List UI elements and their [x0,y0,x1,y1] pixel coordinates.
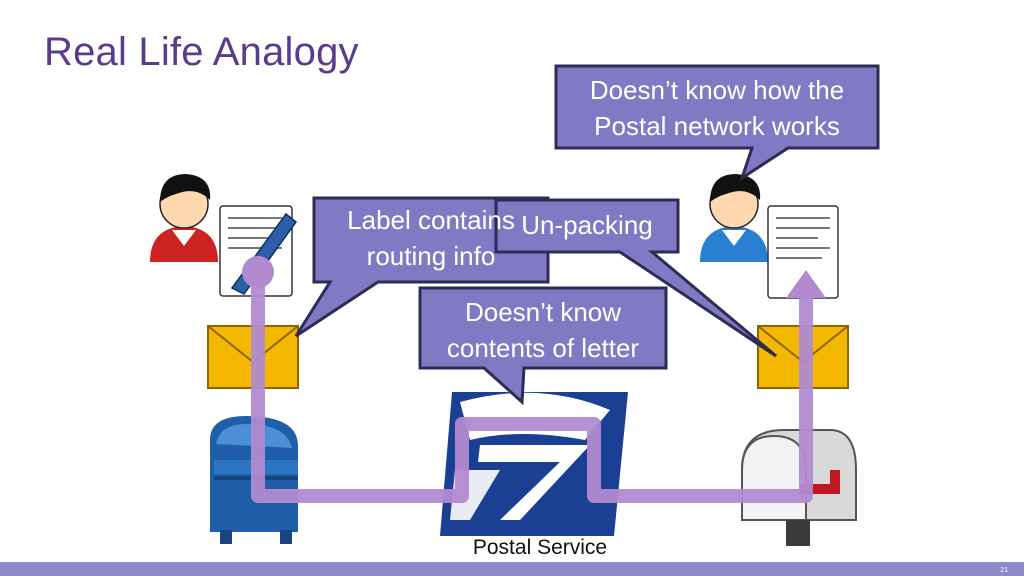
callout-contents-text: Doesn’t know contents of letter [420,294,666,366]
footer-bar: 21 [0,562,1024,576]
callout-line: Postal network works [594,111,840,141]
callout-line: Un-packing [521,210,653,240]
callout-contents [418,286,668,406]
callout-unpacking-text: Un-packing [496,207,678,243]
callout-line: Label contains [347,205,515,235]
callout-line: routing info [366,241,496,271]
callout-sender-network [554,64,880,182]
person-sender-icon [150,174,218,262]
slide-number: 21 [1000,567,1008,574]
person-receiver-icon [700,174,768,262]
callout-line: contents of letter [446,333,640,363]
slide-title: Real Life Analogy [44,30,359,74]
callout-line: Doesn’t know how the [589,75,845,105]
document-icon [767,205,839,299]
postal-service-caption: Postal Service [472,536,608,559]
delivery-path [242,256,826,503]
callout-label-text: Label contains routing info [314,202,548,282]
callout-line: Doesn’t know [464,297,622,327]
callout-unpacking [494,198,777,358]
callout-sender-network-text: Doesn’t know how the Postal network work… [556,72,878,144]
